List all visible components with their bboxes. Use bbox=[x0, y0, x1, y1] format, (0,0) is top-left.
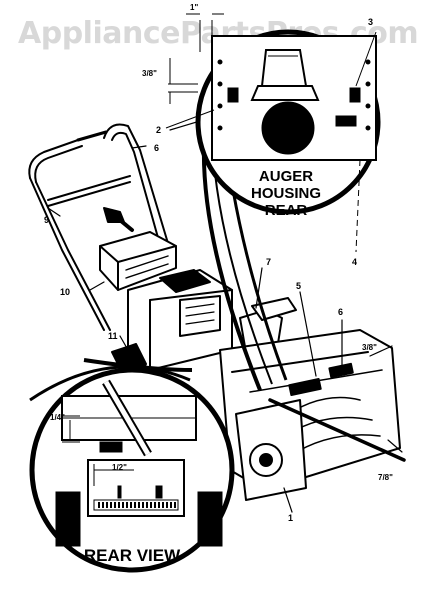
callout-9: 9 bbox=[44, 215, 50, 225]
auger-title-line-1: AUGER bbox=[258, 168, 314, 185]
callout-2: 2 bbox=[156, 125, 162, 135]
callout-1: 1 bbox=[288, 513, 294, 523]
dimension-7-8-side: 7/8" bbox=[378, 473, 393, 482]
callout-11: 11 bbox=[108, 331, 118, 341]
callout-3: 3 bbox=[368, 17, 374, 27]
dimension-1-2: 1/2" bbox=[112, 463, 127, 472]
snowthrower-illustration bbox=[28, 111, 406, 513]
auger-housing-rear-title: AUGER HOUSING REAR bbox=[226, 168, 346, 219]
auger-housing-rear-detail bbox=[165, 13, 381, 391]
dimension-1-4: 1/4" bbox=[50, 413, 65, 422]
callout-5: 5 bbox=[296, 281, 302, 291]
rear-view-title: REAR VIEW bbox=[83, 546, 181, 565]
rear-view-detail bbox=[29, 358, 235, 573]
callout-10: 10 bbox=[60, 287, 71, 297]
auger-title-line-3: REAR bbox=[264, 202, 308, 219]
callout-6-housing: 6 bbox=[338, 307, 344, 317]
callout-7: 7 bbox=[266, 257, 272, 267]
callout-4: 4 bbox=[352, 257, 358, 267]
dimension-1-inch: 1" bbox=[190, 3, 199, 12]
auger-title-line-2: HOUSING bbox=[250, 185, 321, 202]
dimension-3-8-side: 3/8" bbox=[362, 343, 377, 352]
callout-6-handle: 6 bbox=[154, 143, 160, 153]
dimension-3-8-top: 3/8" bbox=[142, 69, 157, 78]
